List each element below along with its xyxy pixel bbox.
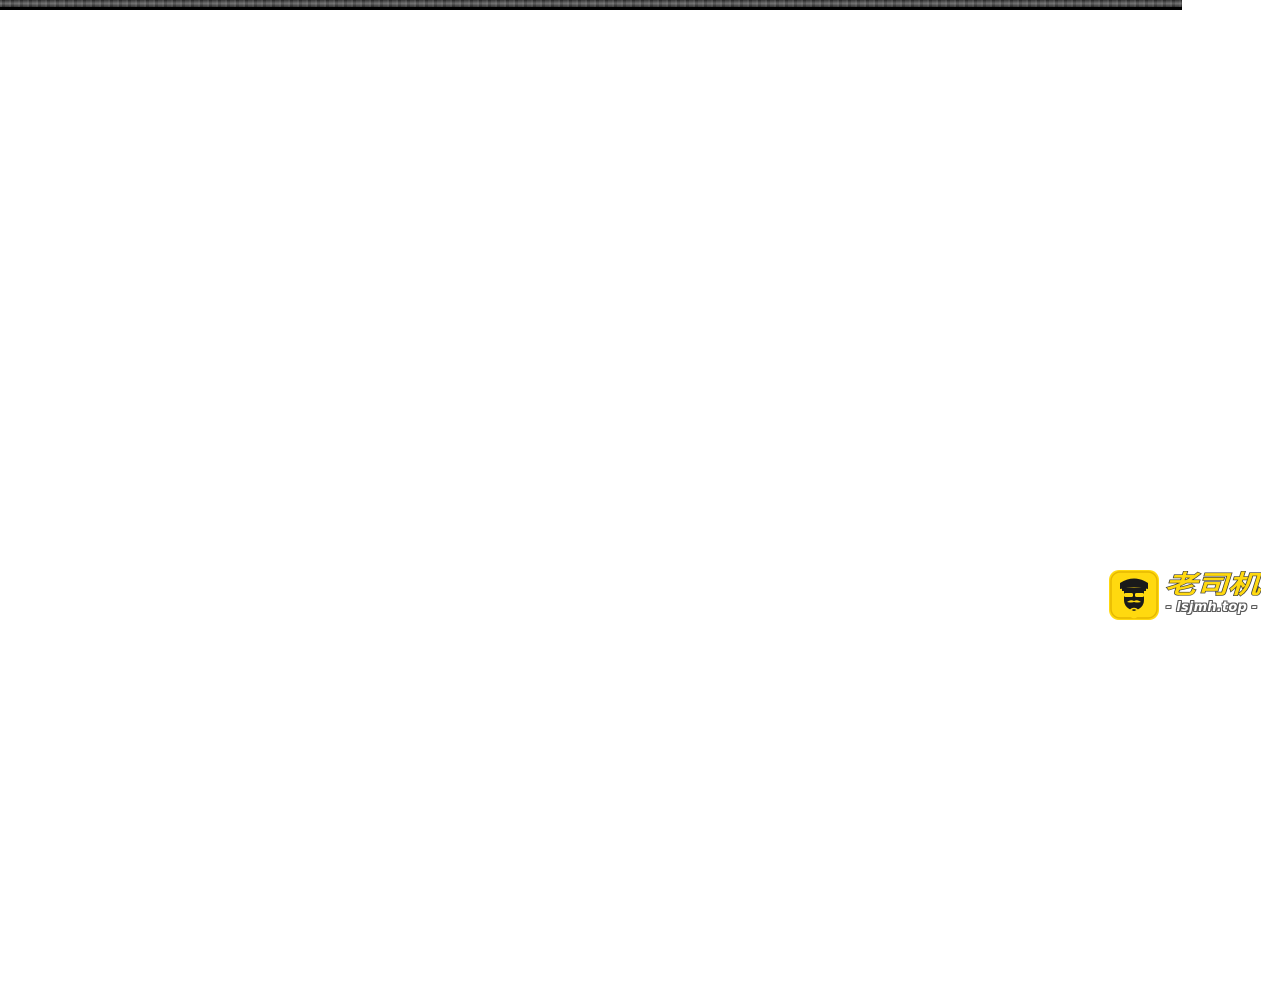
watermark-logo-text: 老司机	[1164, 569, 1261, 599]
previous-panel-edge	[0, 0, 1182, 10]
svg-text:老司机: 老司机	[1165, 570, 1261, 599]
site-watermark: 老司机 - lsjmh.top -	[1109, 569, 1261, 621]
watermark-url: - lsjmh.top -	[1166, 600, 1258, 615]
panel-texture	[0, 0, 1182, 10]
driver-face-icon	[1109, 570, 1159, 620]
panel-border	[0, 7, 1182, 10]
